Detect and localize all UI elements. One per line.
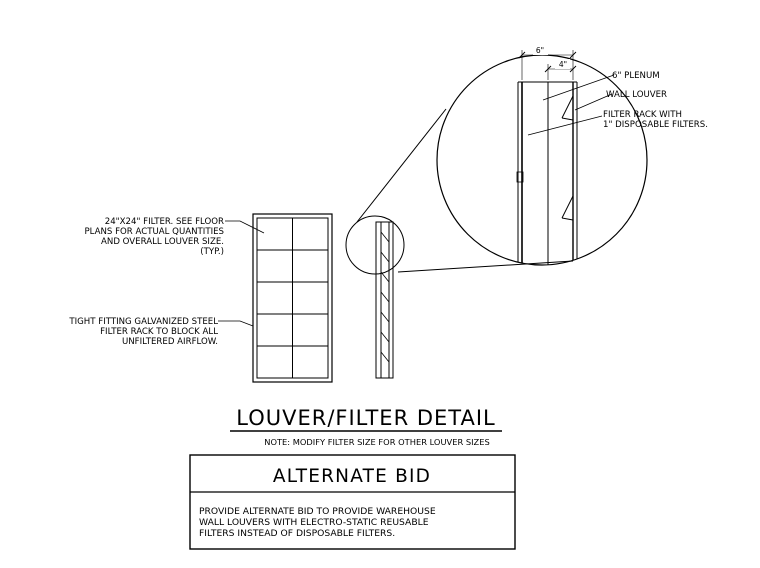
filter-note-line-2: PLANS FOR ACTUAL QUANTITIES (84, 227, 224, 237)
bid-text-line-2: WALL LOUVERS WITH ELECTRO-STATIC REUSABL… (199, 517, 429, 528)
alternate-bid-heading: ALTERNATE BID (273, 466, 431, 487)
rack-note-line-1: TIGHT FITTING GALVANIZED STEEL (68, 317, 218, 327)
callout-circle-small (345, 215, 405, 275)
elevation-leaders (218, 220, 265, 327)
rack-note-line-2: FILTER RACK TO BLOCK ALL (100, 327, 218, 337)
bid-text-line-1: PROVIDE ALTERNATE BID TO PROVIDE WAREHOU… (199, 506, 436, 517)
plenum-label: 6" PLENUM (612, 71, 660, 81)
alternate-bid-box (189, 454, 516, 550)
detail-title: LOUVER/FILTER DETAIL (236, 406, 496, 430)
callout-tangent-lines (356, 108, 574, 273)
filter-note-line-3: AND OVERALL LOUVER SIZE. (101, 237, 224, 247)
louver-elevation (252, 213, 333, 383)
dim-inner-text: 4" (559, 60, 567, 69)
dim-outer-text: 6" (536, 46, 544, 55)
detail-leaders (527, 74, 615, 136)
title-note: NOTE: MODIFY FILTER SIZE FOR OTHER LOUVE… (264, 437, 490, 447)
dimensions (518, 45, 577, 80)
rack-note-line-3: UNFILTERED AIRFLOW. (122, 337, 218, 347)
louver-section (375, 221, 394, 379)
bid-text-line-3: FILTERS INSTEAD OF DISPOSABLE FILTERS. (199, 528, 395, 539)
filter-rack-label-2: 1" DISPOSABLE FILTERS. (603, 120, 708, 130)
filter-note-line-4: (TYP.) (200, 247, 224, 257)
filter-note-line-1: 24"X24" FILTER. SEE FLOOR (105, 217, 224, 227)
wall-louver-label: WALL LOUVER (606, 90, 667, 100)
filter-rack-label-1: FILTER RACK WITH (603, 110, 682, 120)
detail-circle-large (436, 54, 648, 266)
enlarged-section (516, 81, 578, 265)
